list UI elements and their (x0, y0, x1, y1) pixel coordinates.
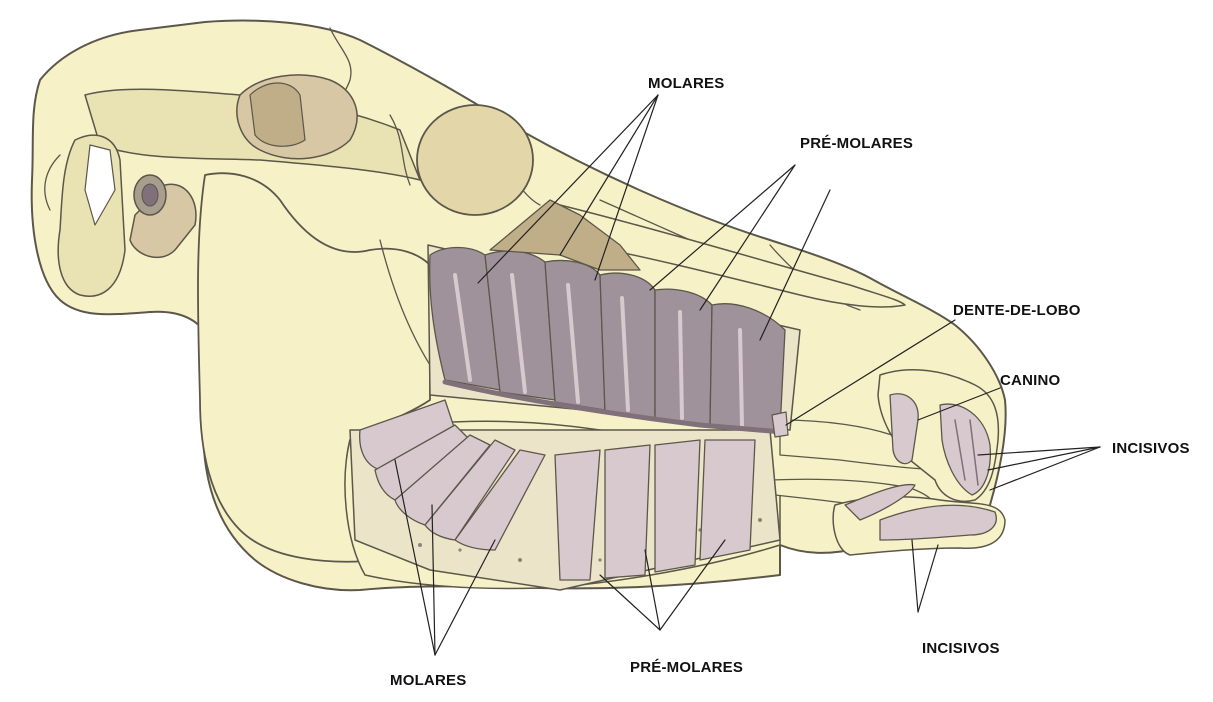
label-incisivos-right: INCISIVOS (1112, 440, 1190, 457)
lower-premolar-3 (655, 440, 700, 572)
upper-premolar-3 (710, 304, 785, 430)
label-incisivos-lower: INCISIVOS (922, 640, 1000, 657)
label-molares-upper: MOLARES (648, 75, 724, 92)
lower-premolar-4 (700, 440, 755, 560)
label-canino: CANINO (1000, 372, 1060, 389)
label-molares-lower: MOLARES (390, 672, 466, 689)
lower-premolar-2 (605, 445, 650, 578)
label-premolares-upper: PRÉ-MOLARES (800, 135, 913, 152)
label-dente-de-lobo: DENTE-DE-LOBO (953, 302, 1081, 319)
orbit (417, 105, 533, 215)
label-premolares-lower: PRÉ-MOLARES (630, 659, 743, 676)
wolf-tooth (772, 412, 788, 437)
